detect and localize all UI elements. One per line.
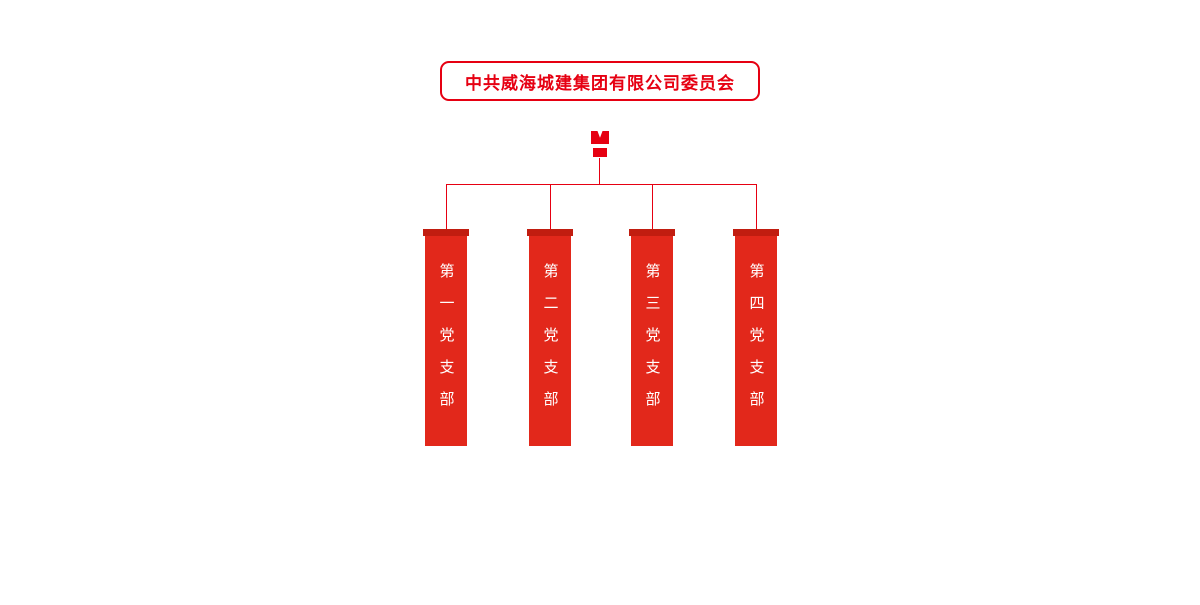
- branch-card: 第三党支部: [629, 229, 675, 446]
- branch-card: 第二党支部: [527, 229, 573, 446]
- branch-label: 第一党支部: [437, 263, 455, 423]
- branch-label: 第三党支部: [643, 263, 661, 423]
- connector-stem: [599, 158, 600, 184]
- connector-drop: [756, 184, 757, 230]
- party-emblem-icon: [591, 131, 609, 144]
- branch-box: 第二党支部: [529, 236, 571, 446]
- branch-card: 第四党支部: [733, 229, 779, 446]
- branch-label: 第二党支部: [541, 263, 559, 423]
- branch-card: 第一党支部: [423, 229, 469, 446]
- party-emblem-icon-base: [593, 148, 607, 157]
- branch-cap: [733, 229, 779, 236]
- branch-cap: [423, 229, 469, 236]
- branch-cap: [629, 229, 675, 236]
- branch-box: 第四党支部: [735, 236, 777, 446]
- committee-title-box: 中共威海城建集团有限公司委员会: [440, 61, 760, 101]
- connector-drop: [446, 184, 447, 230]
- branch-box: 第一党支部: [425, 236, 467, 446]
- committee-title: 中共威海城建集团有限公司委员会: [465, 73, 735, 93]
- connector-horizontal: [446, 184, 757, 185]
- branch-label: 第四党支部: [747, 263, 765, 423]
- connector-drop: [550, 184, 551, 230]
- branch-cap: [527, 229, 573, 236]
- connector-drop: [652, 184, 653, 230]
- branch-box: 第三党支部: [631, 236, 673, 446]
